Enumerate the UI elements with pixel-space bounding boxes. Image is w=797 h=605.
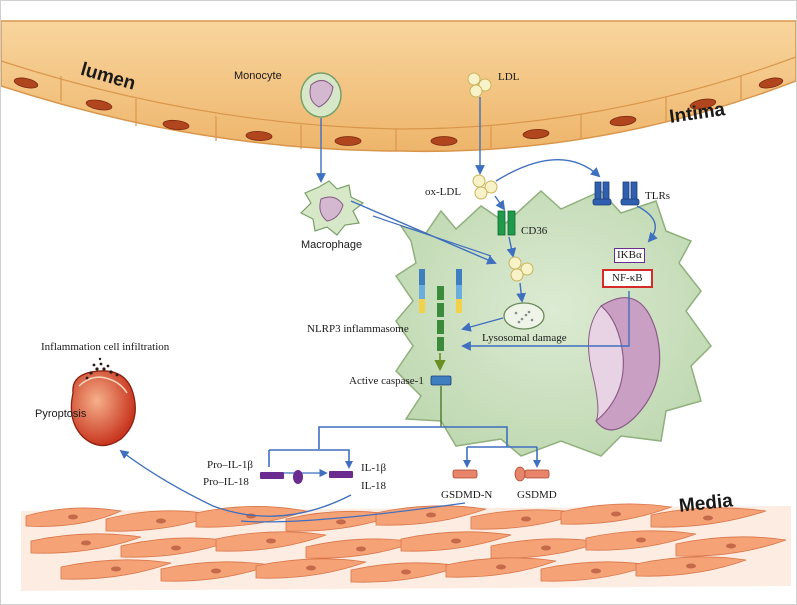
ldl-particles (467, 72, 492, 98)
cd36-label: CD36 (521, 225, 548, 237)
nlrp3-label: NLRP3 inflammasome (307, 323, 409, 335)
tlr-receptors (592, 181, 640, 206)
monocyte-cell (300, 72, 342, 118)
ikba-label: IKBα (614, 248, 645, 263)
active-caspase-label: Active caspase-1 (349, 375, 424, 387)
pro-il-1b-label: Pro–IL-1β (207, 459, 253, 471)
il-18-label: IL-18 (361, 480, 387, 492)
internalized-ox-ldl (508, 256, 534, 282)
endothelium-layer (1, 20, 796, 153)
smooth-muscle-layer (21, 503, 791, 591)
pro-cytokine-markers (260, 470, 353, 484)
monocyte-label: Monocyte (234, 70, 282, 82)
macrophage-infiltration-line (372, 215, 492, 257)
nfkb-to-nlrp3-arrow (461, 291, 630, 351)
macrophage-to-cell-arrow (350, 200, 497, 265)
cd36-internalization-arrow (506, 236, 517, 258)
nucleus (588, 297, 661, 431)
oxldl-to-lysosome-arrow (516, 282, 527, 303)
tlrs-label: TLRs (645, 190, 671, 202)
il-release-to-pyroptosis-arrow (119, 449, 352, 517)
nlrp3-inflammasome (419, 269, 462, 351)
ox-ldl-label: ox-LDL (425, 186, 462, 198)
ldl-label: LDL (498, 71, 520, 83)
macrophage-small-cell (299, 180, 365, 236)
cd36-receptor (497, 210, 516, 236)
pyroptotic-cell (70, 357, 136, 447)
gsdmd-n-label: GSDMD-N (441, 489, 493, 501)
pyroptosis-label: Pyroptosis (35, 408, 87, 420)
gsdmd-label: GSDMD (517, 489, 557, 501)
lysosome (503, 302, 545, 330)
lysosome-to-nlrp3-arrow (461, 317, 504, 332)
gsdmd-markers (452, 466, 550, 482)
pro-il-18-label: Pro–IL-18 (203, 476, 249, 488)
il-1b-label: IL-1β (361, 462, 387, 474)
oxldl-to-tlrs-arrow (495, 158, 601, 182)
gsdmd-n-to-pyroptosis-line (240, 502, 466, 523)
lysosomal-damage-label: Lysosomal damage (482, 332, 567, 344)
nfkb-label: NF-κB (602, 269, 653, 288)
ox-ldl-particles (472, 174, 498, 200)
inflammation-label: Inflammation cell infiltration (41, 341, 170, 353)
oxldl-to-cd36-arrow (494, 195, 506, 211)
active-caspase-1-complex (430, 375, 452, 386)
macrophage-label: Macrophage (301, 239, 363, 251)
tlrs-to-ikba-arrow (636, 205, 658, 243)
